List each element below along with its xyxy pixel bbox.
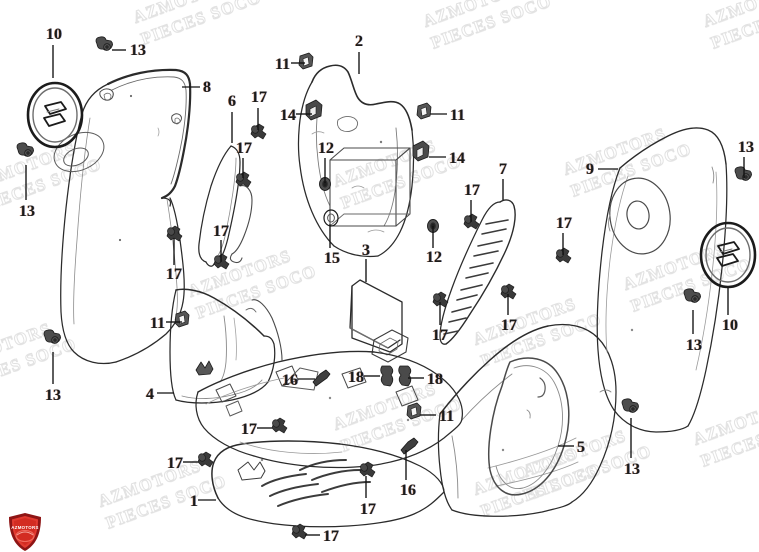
fastener-13-right-top xyxy=(734,166,753,181)
callout-number-10: 10 xyxy=(46,26,62,43)
callout-number-4: 4 xyxy=(146,386,154,403)
fastener-13-left xyxy=(16,142,35,157)
part-shape-finned-duct-7 xyxy=(439,199,516,345)
fastener-11-top xyxy=(298,52,314,70)
fastener-13-right-bottom xyxy=(621,398,640,413)
callout-number-14: 14 xyxy=(280,107,296,124)
part-shape-right-side-panel-9 xyxy=(596,127,728,433)
part-shape-mid-bracket xyxy=(229,185,253,264)
part-shape-bushing-15 xyxy=(323,209,339,227)
callout-number-3: 3 xyxy=(362,242,370,259)
part-shape-left-outer-panel xyxy=(53,68,192,365)
callout-number-17: 17 xyxy=(323,528,339,545)
callout-number-17: 17 xyxy=(251,89,267,106)
callout-number-6: 6 xyxy=(228,93,236,110)
callout-number-17: 17 xyxy=(213,223,229,240)
callout-number-13: 13 xyxy=(686,337,702,354)
callout-number-11: 11 xyxy=(275,56,291,73)
brand-logo: AZMOTORS xyxy=(7,512,43,552)
callout-number-13: 13 xyxy=(130,42,146,59)
fastener-18-a xyxy=(380,365,394,387)
callout-number-13: 13 xyxy=(624,461,640,478)
callout-number-12: 12 xyxy=(426,249,442,266)
fastener-18-b xyxy=(398,365,412,387)
callout-number-8: 8 xyxy=(203,79,211,96)
fastener-11-left xyxy=(174,310,190,328)
callout-number-11: 11 xyxy=(439,408,455,425)
callout-number-14: 14 xyxy=(449,150,465,167)
part-shape-emblem-left xyxy=(26,81,84,149)
callout-number-13: 13 xyxy=(19,203,35,220)
fastener-17-l xyxy=(358,461,376,478)
callout-number-17: 17 xyxy=(360,501,376,518)
part-shape-floor-frame xyxy=(195,350,463,469)
callout-number-11: 11 xyxy=(150,315,166,332)
fastener-11-right xyxy=(416,102,432,120)
callout-number-11: 11 xyxy=(450,107,466,124)
part-shape-emblem-right xyxy=(699,221,757,289)
brand-logo-text: AZMOTORS xyxy=(11,525,39,530)
part-shape-right-body-cover-5 xyxy=(437,323,617,517)
callout-number-17: 17 xyxy=(167,455,183,472)
leader-line-layer xyxy=(25,45,745,536)
callout-number-16: 16 xyxy=(282,372,298,389)
callout-number-12: 12 xyxy=(318,140,334,157)
callout-number-1: 1 xyxy=(190,493,198,510)
callout-number-9: 9 xyxy=(586,161,594,178)
callout-number-17: 17 xyxy=(241,421,257,438)
part-shape-center-frame-cover-2 xyxy=(297,64,415,258)
fastener-14-right xyxy=(412,140,430,162)
callout-number-15: 15 xyxy=(324,250,340,267)
callout-number-13: 13 xyxy=(738,139,754,156)
callout-number-2: 2 xyxy=(355,33,363,50)
callout-number-17: 17 xyxy=(556,215,572,232)
fastener-16-b xyxy=(400,437,419,455)
callout-number-17: 17 xyxy=(501,317,517,334)
callout-number-17: 17 xyxy=(236,140,252,157)
shield-icon xyxy=(9,513,41,551)
part-shape-side-stay xyxy=(245,299,283,361)
fastener-13-right-mid xyxy=(683,288,702,303)
part-shape-left-lower-shroud-4 xyxy=(169,288,276,404)
callout-number-17: 17 xyxy=(464,182,480,199)
fastener-11-bottom xyxy=(406,402,422,420)
callout-number-7: 7 xyxy=(499,161,507,178)
fastener-17-i xyxy=(270,417,288,434)
fastener-13-lower-left xyxy=(43,329,62,344)
callout-number-17: 17 xyxy=(432,327,448,344)
callout-number-17: 17 xyxy=(166,266,182,283)
callout-number-16: 16 xyxy=(400,482,416,499)
part-shape-inner-trim-strip-6 xyxy=(198,145,241,267)
fastener-14-left xyxy=(305,99,323,121)
fastener-13-top-left xyxy=(95,36,114,51)
fastener-17-j xyxy=(196,451,214,468)
callout-number-13: 13 xyxy=(45,387,61,404)
callout-number-18: 18 xyxy=(427,371,443,388)
part-shape-bracket-panel-3 xyxy=(349,279,409,363)
callout-number-18: 18 xyxy=(348,369,364,386)
callout-number-10: 10 xyxy=(722,317,738,334)
fastener-16-a xyxy=(312,369,331,387)
callout-number-5: 5 xyxy=(577,439,585,456)
